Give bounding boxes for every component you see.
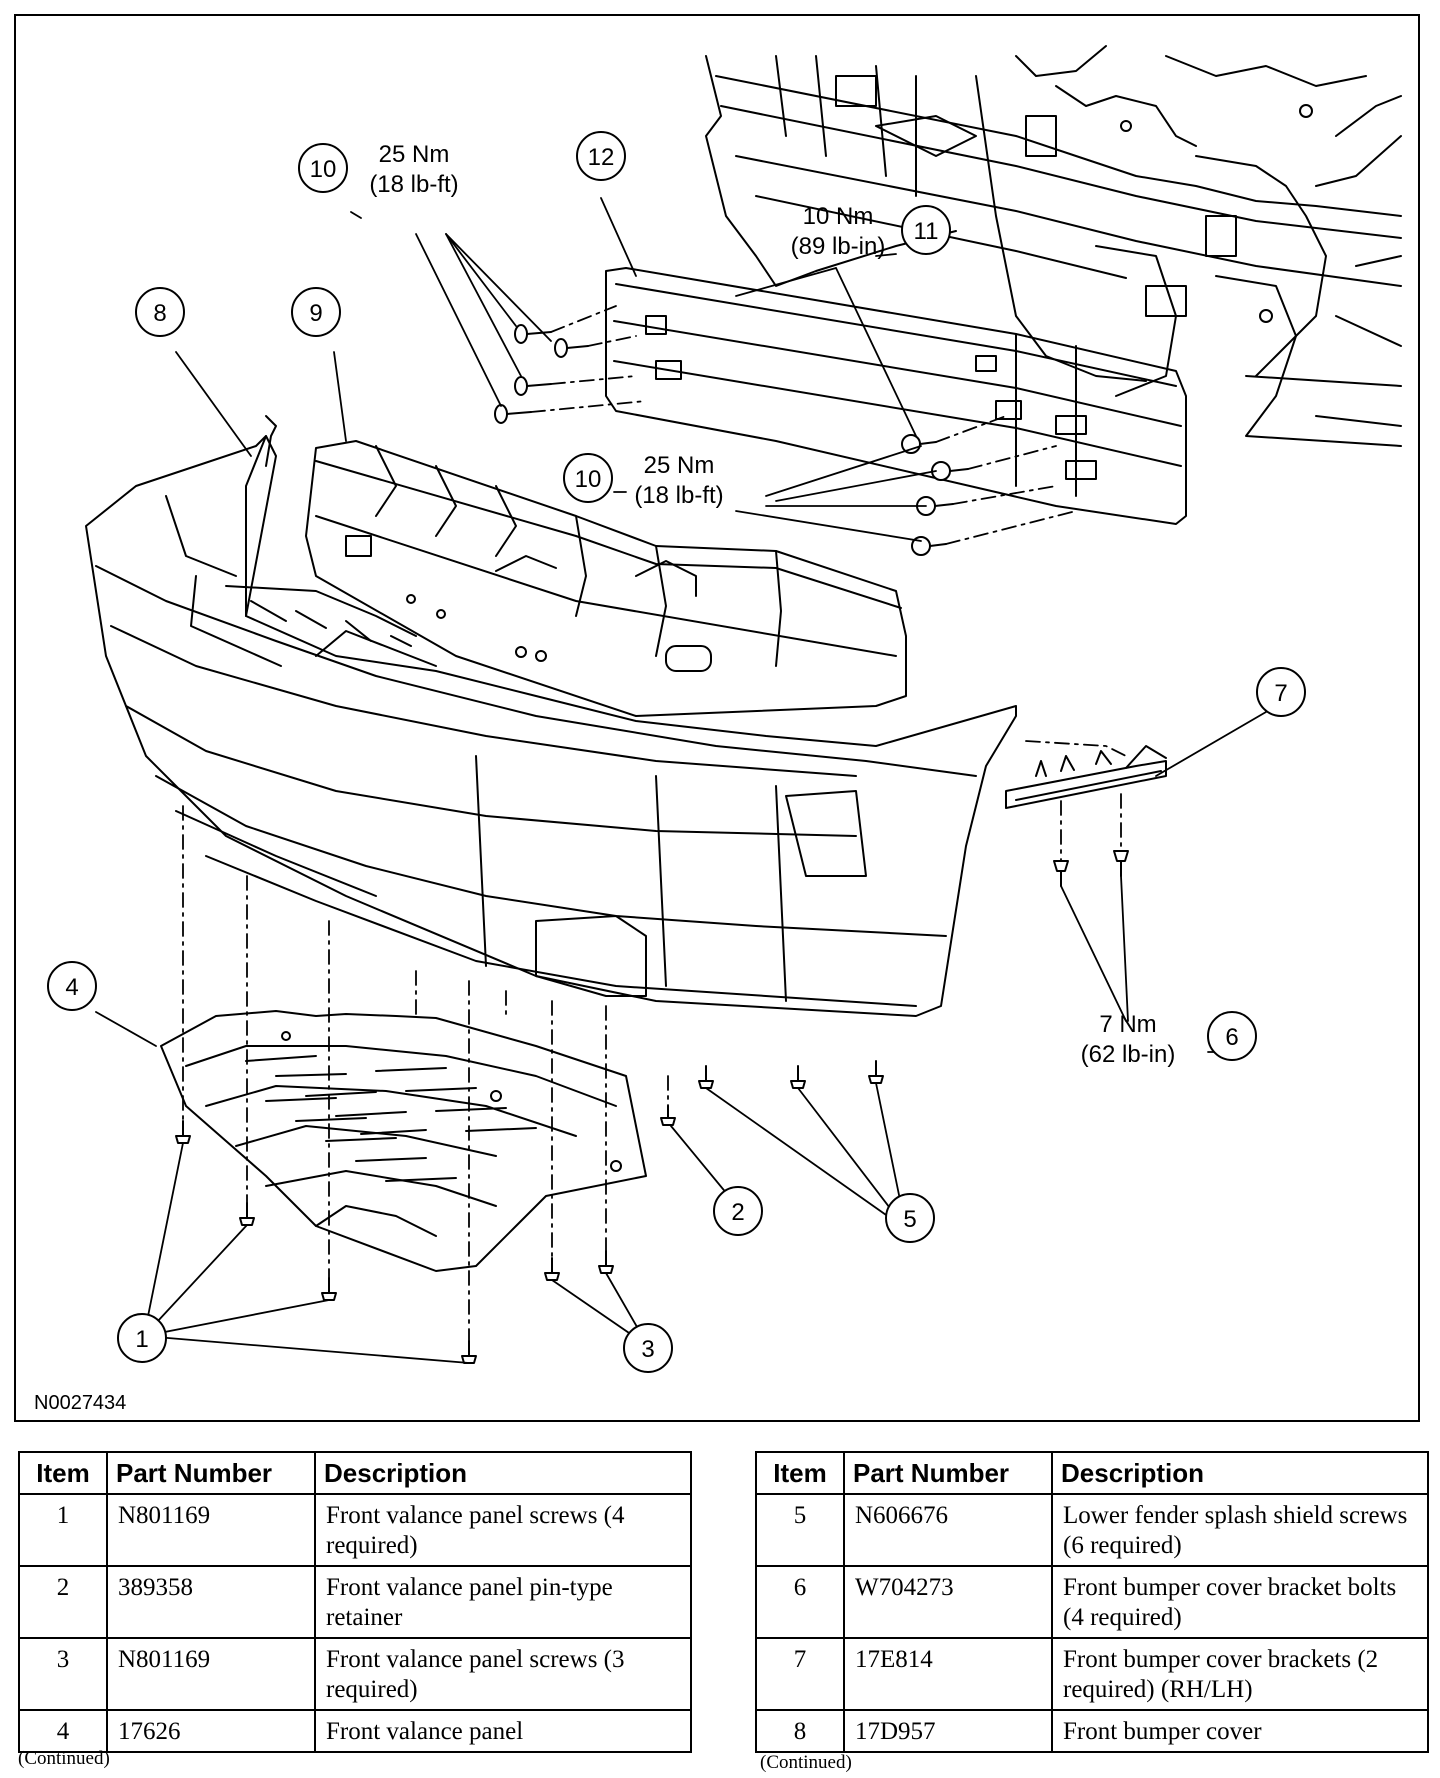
callout-11: 11: [901, 205, 951, 255]
exploded-view-diagram: 10 12 11 8 9 10 7 4: [14, 14, 1420, 1422]
radiator-support-illustration: [705, 45, 1402, 447]
callout-7: 7: [1256, 667, 1306, 717]
table-header-row: Item Part Number Description: [755, 1451, 1429, 1495]
callouts: 10 12 11 8 9 10 7 4: [47, 131, 1306, 1373]
table-row: 6 W704273 Front bumper cover bracket bol…: [755, 1565, 1429, 1639]
part-number: 17626: [106, 1709, 316, 1753]
alignment-lines: [182, 305, 1127, 1342]
description: Front bumper cover: [1051, 1709, 1429, 1753]
svg-text:8: 8: [153, 300, 166, 327]
svg-text:10: 10: [575, 466, 602, 493]
part-number: N801169: [106, 1637, 316, 1711]
figure-code: N0027434: [34, 1392, 126, 1414]
description: Front valance panel: [314, 1709, 692, 1753]
table-row: 5 N606676 Lower fender splash shield scr…: [755, 1493, 1429, 1567]
svg-text:4: 4: [65, 974, 78, 1001]
front-bumper-cover-bracket: [1005, 745, 1167, 809]
callout-2: 2: [713, 1186, 763, 1236]
callout-4: 4: [47, 961, 97, 1011]
part-number: W704273: [843, 1565, 1053, 1639]
parts-table-right: Item Part Number Description 5 N606676 L…: [755, 1451, 1429, 1753]
header-part-number: Part Number: [843, 1451, 1053, 1495]
item-number: 1: [18, 1493, 108, 1567]
table-row: 3 N801169 Front valance panel screws (3 …: [18, 1637, 692, 1711]
part-number: 17D957: [843, 1709, 1053, 1753]
description: Front valance panel screws (4 required): [314, 1493, 692, 1567]
description: Front valance panel pin-type retainer: [314, 1565, 692, 1639]
parts-table-left: Item Part Number Description 1 N801169 F…: [18, 1451, 692, 1753]
bumper-reinforcement-beam: [605, 267, 1187, 525]
svg-text:5: 5: [903, 1206, 916, 1233]
table-row: 8 17D957 Front bumper cover: [755, 1709, 1429, 1753]
continued-note-left: (Continued): [18, 1748, 110, 1769]
torque-11-lbin: (89 lb-in): [791, 233, 886, 260]
torque-6-nm: 7 Nm: [1099, 1011, 1156, 1038]
header-item: Item: [18, 1451, 108, 1495]
svg-text:11: 11: [914, 218, 939, 245]
callout-10-lower: 10: [563, 453, 613, 503]
torque-10-upper-nm: 25 Nm: [379, 141, 450, 168]
svg-text:1: 1: [135, 1326, 148, 1353]
item-number: 7: [755, 1637, 845, 1711]
torque-10-lower-nm: 25 Nm: [644, 452, 715, 479]
header-part-number: Part Number: [106, 1451, 316, 1495]
callout-9: 9: [291, 287, 341, 337]
fasteners: [175, 324, 1129, 1364]
item-number: 4: [18, 1709, 108, 1753]
front-valance-panel: [160, 1010, 647, 1272]
callout-10-upper: 10: [298, 143, 348, 193]
svg-text:2: 2: [731, 1199, 744, 1226]
table-row: 4 17626 Front valance panel: [18, 1709, 692, 1753]
svg-text:10: 10: [310, 156, 337, 183]
table-row: 1 N801169 Front valance panel screws (4 …: [18, 1493, 692, 1567]
callout-12: 12: [576, 131, 626, 181]
diagram-canvas: 10 12 11 8 9 10 7 4: [34, 45, 1402, 1414]
leader-lines: [95, 197, 1267, 1364]
energy-absorber: [305, 440, 907, 717]
part-number: N801169: [106, 1493, 316, 1567]
callout-8: 8: [135, 287, 185, 337]
description: Front bumper cover brackets (2 required)…: [1051, 1637, 1429, 1711]
callout-1: 1: [117, 1313, 167, 1363]
description: Lower fender splash shield screws (6 req…: [1051, 1493, 1429, 1567]
svg-text:7: 7: [1274, 680, 1287, 707]
item-number: 8: [755, 1709, 845, 1753]
header-item: Item: [755, 1451, 845, 1495]
callout-6: 6: [1207, 1011, 1257, 1061]
svg-text:9: 9: [309, 300, 322, 327]
torque-labels: 25 Nm (18 lb-ft) 10 Nm (89 lb-in) 25 Nm …: [369, 141, 1175, 1068]
item-number: 3: [18, 1637, 108, 1711]
callout-5: 5: [885, 1193, 935, 1243]
header-description: Description: [314, 1451, 692, 1495]
front-bumper-cover: [85, 415, 1017, 1017]
continued-note-right: (Continued): [760, 1752, 852, 1773]
item-number: 6: [755, 1565, 845, 1639]
svg-text:12: 12: [588, 144, 615, 171]
part-number: 17E814: [843, 1637, 1053, 1711]
svg-text:6: 6: [1225, 1024, 1238, 1051]
svg-text:3: 3: [641, 1336, 654, 1363]
table-row: 7 17E814 Front bumper cover brackets (2 …: [755, 1637, 1429, 1711]
header-description: Description: [1051, 1451, 1429, 1495]
callout-3: 3: [623, 1323, 673, 1373]
table-header-row: Item Part Number Description: [18, 1451, 692, 1495]
torque-10-lower-lbft: (18 lb-ft): [634, 482, 723, 509]
part-number: N606676: [843, 1493, 1053, 1567]
torque-6-lbin: (62 lb-in): [1081, 1041, 1176, 1068]
item-number: 5: [755, 1493, 845, 1567]
part-number: 389358: [106, 1565, 316, 1639]
item-number: 2: [18, 1565, 108, 1639]
description: Front valance panel screws (3 required): [314, 1637, 692, 1711]
torque-11-nm: 10 Nm: [803, 203, 874, 230]
torque-10-upper-lbft: (18 lb-ft): [369, 171, 458, 198]
table-row: 2 389358 Front valance panel pin-type re…: [18, 1565, 692, 1639]
description: Front bumper cover bracket bolts (4 requ…: [1051, 1565, 1429, 1639]
